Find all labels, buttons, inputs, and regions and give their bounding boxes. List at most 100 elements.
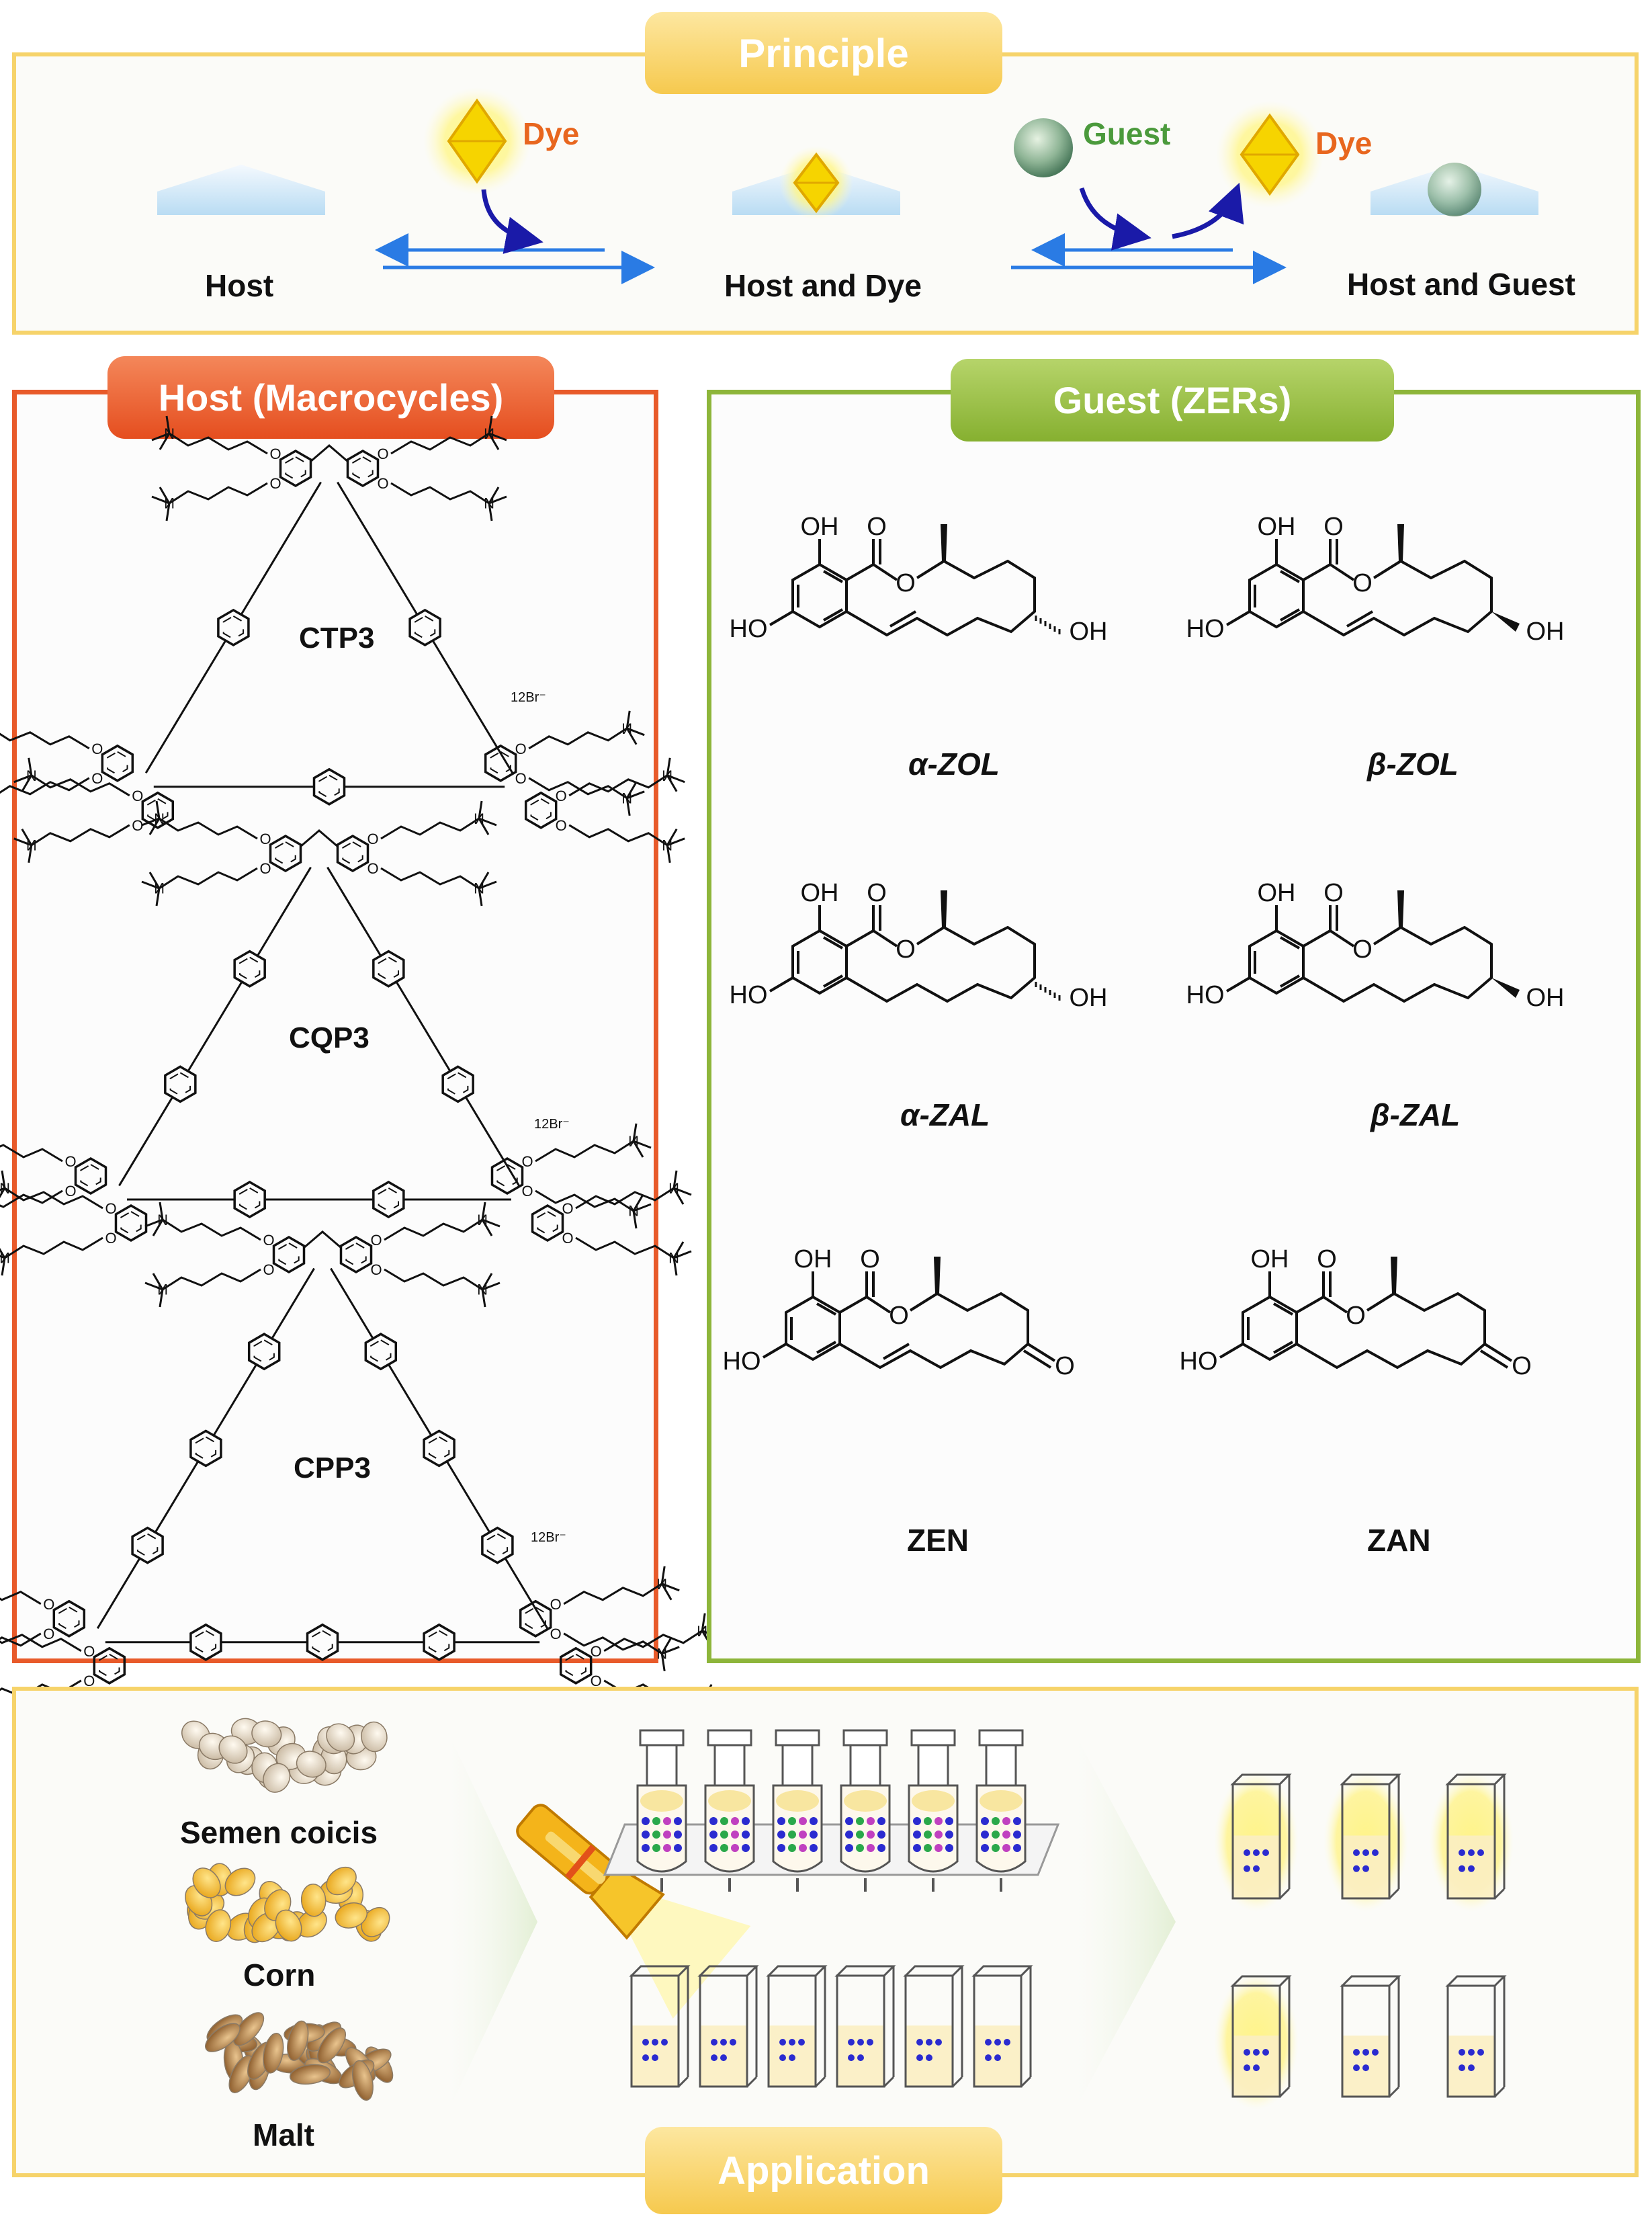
svg-text:O: O: [521, 1153, 533, 1170]
principle-title: Principle: [645, 12, 1002, 94]
svg-text:O: O: [1055, 1352, 1075, 1380]
dye-label: Dye: [523, 116, 580, 151]
guest-label: Guest: [1083, 116, 1171, 151]
svg-text:O: O: [591, 1643, 602, 1660]
guest-in-host-icon: [1428, 163, 1481, 216]
alpha-zol-structure: OH HO OO OH: [730, 513, 1108, 646]
svg-text:OH: OH: [1251, 1245, 1289, 1273]
zan-structure: OH HO O O O: [1180, 1245, 1532, 1380]
svg-text:O: O: [556, 788, 567, 804]
svg-text:O: O: [259, 831, 271, 847]
svg-text:O: O: [591, 1673, 602, 1689]
guest-panel-title: Guest (ZERs): [951, 359, 1394, 441]
svg-text:O: O: [515, 741, 527, 757]
svg-text:OH: OH: [794, 1245, 832, 1273]
sample-corn: Corn: [243, 1958, 316, 1992]
corn-image: [185, 1863, 390, 1943]
compound-alpha-zol: α-ZOL: [908, 747, 1000, 782]
host-shape: [157, 165, 325, 215]
host-guest-label: Host and Guest: [1347, 267, 1575, 302]
svg-text:O: O: [64, 1153, 76, 1170]
svg-text:O: O: [43, 1626, 54, 1642]
svg-text:HO: HO: [1186, 615, 1225, 643]
svg-text:O: O: [860, 1245, 880, 1273]
svg-text:OH: OH: [1070, 618, 1108, 646]
beta-zol-structure: OH HO OO OH: [1186, 513, 1565, 646]
svg-text:O: O: [515, 770, 527, 787]
svg-text:HO: HO: [723, 1347, 761, 1376]
counterion-ctp3: 12Br⁻: [511, 690, 546, 705]
guest-panel: [707, 390, 1641, 1663]
svg-text:O: O: [550, 1626, 562, 1642]
svg-text:HO: HO: [1186, 981, 1225, 1009]
svg-text:O: O: [1323, 879, 1344, 907]
svg-text:OH: OH: [1258, 513, 1296, 541]
sample-semen-coicis: Semen coicis: [180, 1815, 378, 1850]
svg-text:O: O: [377, 446, 388, 462]
compound-zen: ZEN: [907, 1523, 969, 1558]
svg-text:OH: OH: [1070, 984, 1108, 1012]
svg-text:OH: OH: [801, 513, 839, 541]
svg-text:O: O: [1346, 1302, 1366, 1330]
macrocycle-name-ctp3: CTP3: [299, 622, 375, 655]
svg-text:OH: OH: [1526, 984, 1565, 1012]
svg-text:O: O: [269, 475, 281, 492]
svg-text:O: O: [83, 1673, 95, 1689]
svg-text:O: O: [83, 1643, 95, 1660]
counterion-cqp3: 12Br⁻: [534, 1117, 570, 1132]
svg-text:O: O: [263, 1261, 274, 1278]
compound-zan: ZAN: [1367, 1523, 1431, 1558]
svg-text:O: O: [370, 1232, 382, 1249]
svg-text:O: O: [562, 1200, 573, 1217]
svg-text:O: O: [1352, 569, 1373, 597]
svg-text:O: O: [132, 817, 143, 834]
application-title: Application: [645, 2127, 1002, 2214]
svg-text:HO: HO: [730, 615, 768, 643]
host-dye-label: Host and Dye: [724, 268, 922, 303]
svg-text:O: O: [377, 475, 388, 492]
svg-text:O: O: [550, 1596, 562, 1613]
svg-text:O: O: [367, 860, 378, 877]
svg-text:O: O: [91, 741, 103, 757]
svg-text:O: O: [896, 569, 916, 597]
guest-icon: [1014, 118, 1073, 177]
svg-text:O: O: [105, 1230, 116, 1247]
dye-released-label: Dye: [1315, 126, 1373, 161]
svg-text:OH: OH: [1258, 879, 1296, 907]
malt-image: [205, 2012, 394, 2101]
svg-text:HO: HO: [1180, 1347, 1218, 1376]
cuvette-row: [629, 1965, 1033, 2088]
result-cuvettes: [1214, 1770, 1514, 2110]
compound-beta-zol: β-ZOL: [1367, 747, 1459, 782]
svg-text:O: O: [64, 1183, 76, 1200]
svg-text:O: O: [132, 788, 143, 804]
host-panel-title: Host (Macrocycles): [107, 356, 554, 439]
semen-coicis-image: [181, 1718, 388, 1793]
svg-text:OH: OH: [801, 879, 839, 907]
svg-text:O: O: [562, 1230, 573, 1247]
compound-alpha-zal: α-ZAL: [900, 1097, 990, 1132]
compound-beta-zal: β-ZAL: [1371, 1097, 1461, 1132]
svg-text:O: O: [91, 770, 103, 787]
svg-text:O: O: [521, 1183, 533, 1200]
svg-text:O: O: [1512, 1352, 1532, 1380]
svg-text:O: O: [867, 513, 887, 541]
svg-text:O: O: [263, 1232, 274, 1249]
svg-text:O: O: [269, 446, 281, 462]
host-label: Host: [205, 268, 274, 303]
filtration-rack: [603, 1729, 1060, 1892]
svg-text:O: O: [370, 1261, 382, 1278]
svg-text:O: O: [43, 1596, 54, 1613]
svg-text:O: O: [1317, 1245, 1337, 1273]
svg-text:O: O: [259, 860, 271, 877]
svg-text:OH: OH: [1526, 618, 1565, 646]
svg-text:O: O: [367, 831, 378, 847]
svg-text:O: O: [1323, 513, 1344, 541]
counterion-cpp3: 12Br⁻: [531, 1530, 566, 1545]
